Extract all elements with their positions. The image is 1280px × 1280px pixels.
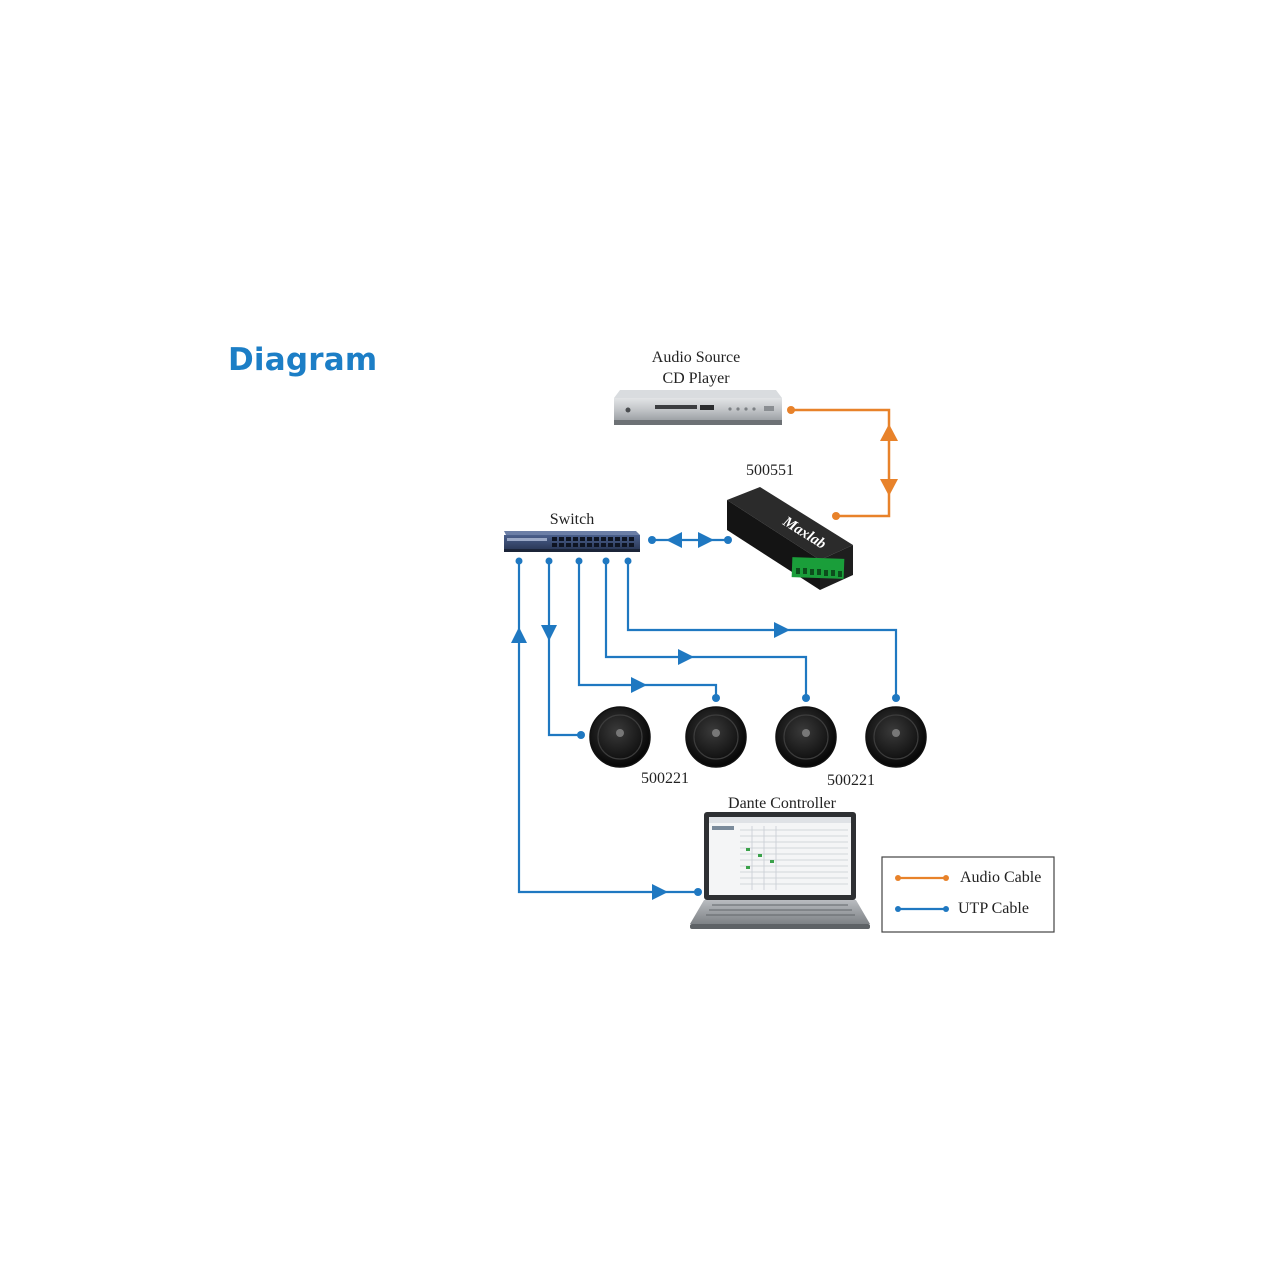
legend-item-utp-cable: UTP Cable (895, 900, 1029, 917)
legend-label-utp-cable: UTP Cable (958, 900, 1029, 917)
laptop-icon (690, 812, 870, 929)
speaker-model-label-left: 500221 (641, 770, 689, 787)
ceiling-speaker-icon (775, 706, 837, 768)
utp-cable-connections (517, 538, 898, 894)
ceiling-speaker-icon (865, 706, 927, 768)
dante-controller-label: Dante Controller (728, 795, 837, 812)
cd-player-icon (614, 390, 782, 425)
audio-converter-icon: Maxlab (727, 487, 853, 590)
utp-cable-endpoints (511, 532, 900, 900)
audio-cable-connection (791, 408, 891, 518)
network-switch-icon (504, 531, 640, 552)
audio-source-label: Audio Source (652, 349, 740, 366)
page-title: Diagram (228, 342, 378, 378)
legend-label-audio-cable: Audio Cable (960, 869, 1041, 886)
speaker-model-label-right: 500221 (827, 772, 875, 789)
cd-player-label: CD Player (662, 370, 730, 387)
legend-item-audio-cable: Audio Cable (895, 869, 1041, 886)
ceiling-speaker-icon (589, 706, 651, 768)
legend: Audio Cable UTP Cable (881, 856, 1055, 933)
ceiling-speaker-icon (685, 706, 747, 768)
audio-cable-endpoints (787, 406, 898, 520)
switch-label: Switch (550, 511, 594, 528)
converter-model-label: 500551 (746, 462, 794, 479)
